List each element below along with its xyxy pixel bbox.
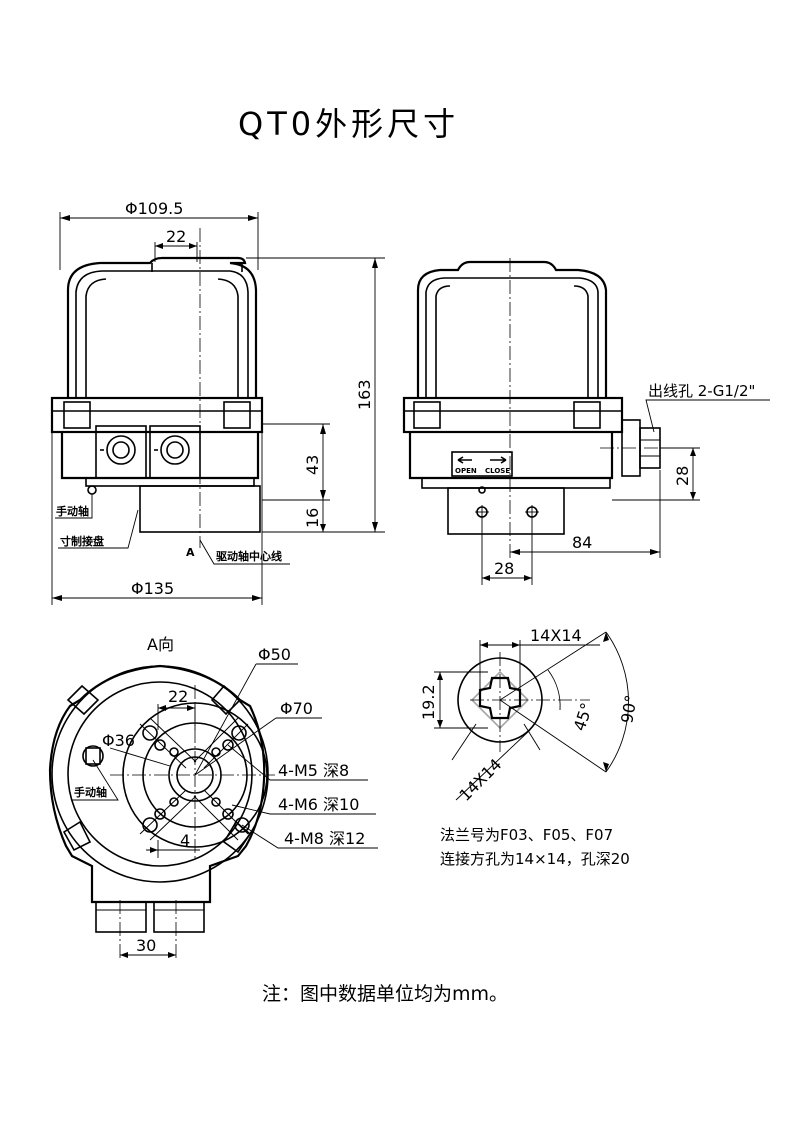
- view-a-dia-70: Φ70: [280, 699, 313, 718]
- spec-line-1: 法兰号为F03、F05、F07: [440, 826, 613, 844]
- front-dim-16: 16: [303, 508, 322, 528]
- view-a-dim-30: 30: [136, 936, 156, 955]
- star-detail: 14X14 19.2 14X14 45° 90°: [419, 626, 641, 805]
- side-close-text: CLOSE: [485, 467, 510, 475]
- side-dim-28-right: 28: [673, 466, 692, 486]
- front-view: Φ109.5 22 163 43 16 Φ135 手: [50, 199, 385, 605]
- star-dim-14x14-top: 14X14: [530, 626, 582, 645]
- front-label-drive-axis: 驱动轴中心线: [216, 549, 282, 563]
- front-dim-163: 163: [355, 379, 374, 410]
- front-dia-bottom: Φ135: [131, 579, 174, 598]
- front-label-a: A: [186, 546, 195, 559]
- side-dim-28-bottom: 28: [494, 559, 514, 578]
- star-dim-14x14-diag: 14X14: [455, 755, 505, 805]
- view-a-m6: 4-M6 深10: [278, 795, 359, 814]
- view-a-m5: 4-M5 深8: [278, 761, 349, 780]
- note-units: 注：图中数据单位均为mm。: [262, 983, 508, 1005]
- front-dim-22: 22: [166, 227, 186, 246]
- view-a-label-manual-shaft: 手动轴: [74, 785, 107, 799]
- side-dim-84: 84: [572, 533, 592, 552]
- star-dim-19-2: 19.2: [419, 684, 438, 720]
- side-label-outlet: 出线孔 2-G1/2": [648, 382, 755, 400]
- view-a-dim-4: 4: [180, 831, 190, 850]
- front-label-flange: 寸制接盘: [60, 534, 104, 548]
- view-a: A向: [48, 635, 378, 960]
- drawing-title: QT0外形尺寸: [238, 105, 459, 143]
- view-a-dia-36: Φ36: [102, 731, 135, 750]
- view-a-m8: 4-M8 深12: [284, 829, 365, 848]
- front-dia-top: Φ109.5: [125, 199, 183, 218]
- star-angle-90: 90°: [617, 693, 641, 724]
- front-label-manual-shaft: 手动轴: [56, 504, 89, 518]
- view-a-dim-22: 22: [168, 687, 188, 706]
- side-view: OPEN CLOSE 出线孔 2-G1/2" 28 84: [402, 258, 770, 585]
- view-a-dia-50: Φ50: [258, 645, 291, 664]
- view-a-title: A向: [147, 635, 174, 654]
- side-open-text: OPEN: [455, 467, 477, 475]
- spec-line-2: 连接方孔为14×14，孔深20: [440, 850, 630, 868]
- star-angle-45: 45°: [570, 700, 597, 733]
- front-dim-43: 43: [303, 455, 322, 475]
